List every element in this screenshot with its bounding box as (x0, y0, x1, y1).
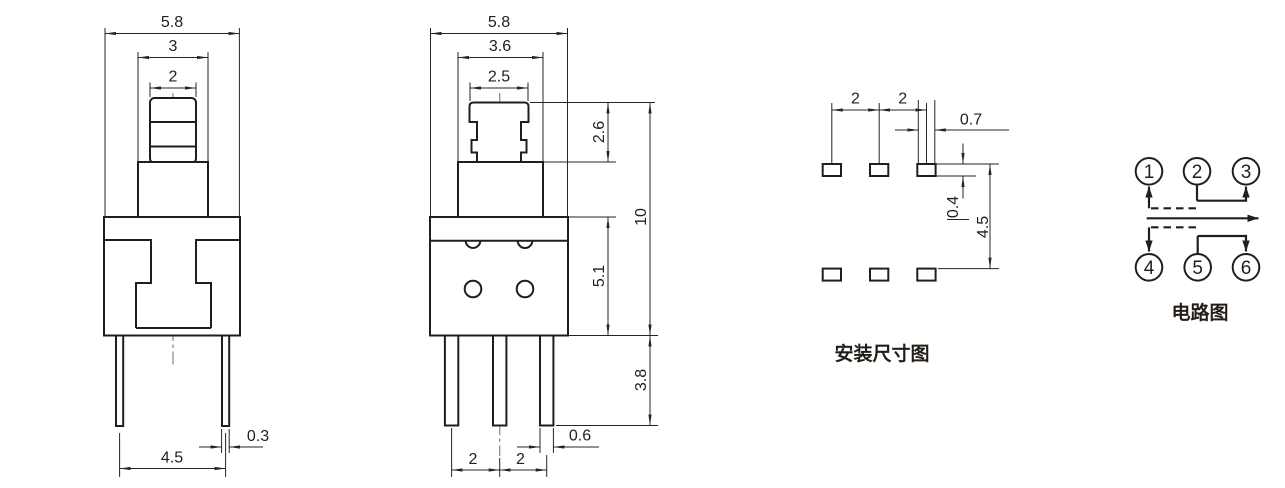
extension-lines (831, 100, 936, 164)
terminal-label-5: 5 (1192, 258, 1203, 279)
front-dim-lead-width: 0.3 (247, 428, 269, 445)
solder-pad (869, 267, 890, 282)
side-body-hole (463, 279, 483, 299)
front-dim-shoulder-width: 3 (169, 38, 178, 55)
side-dim-total-height: 10 (633, 208, 650, 226)
extension-lines (430, 28, 568, 216)
terminal-circle-6 (1231, 252, 1261, 282)
side-dim-lead-length: 3.8 (633, 369, 650, 391)
terminal-label-1: 1 (1144, 162, 1155, 183)
extension-lines (221, 429, 230, 453)
front-shoulder (137, 161, 209, 218)
side-lead-center (492, 334, 508, 427)
front-plunger (149, 97, 197, 164)
front-dim-lead-span: 4.5 (161, 450, 183, 467)
extension-lines (137, 52, 209, 161)
side-dim-lead-pitch-left: 2 (469, 451, 478, 468)
extension-lines (935, 163, 999, 177)
mounting-diagram: 2 2 0.7 0.4 4.5 安装尺寸图 (821, 91, 1009, 365)
terminal-label-6: 6 (1241, 258, 1252, 279)
front-plunger-grooves (150, 121, 196, 148)
solder-pad (821, 267, 843, 282)
mounting-diagram-caption: 安装尺寸图 (834, 342, 929, 365)
terminal-circle-1 (1134, 157, 1164, 186)
side-plunger (468, 101, 530, 164)
mount-dim-pitch-left: 2 (851, 91, 860, 108)
side-view: 5.8 3.6 2.5 2.6 5.1 10 3.8 0.6 2 2 (429, 14, 658, 477)
terminal-circle-2 (1182, 157, 1212, 186)
solder-pad (869, 163, 890, 177)
side-body-hole (515, 279, 535, 299)
mount-dim-pad-height: 0.4 (945, 196, 962, 218)
front-body (103, 216, 241, 337)
solder-pad (916, 267, 937, 282)
mount-dim-row-pitch: 4.5 (975, 216, 992, 238)
side-dim-lead-width: 0.6 (569, 428, 591, 445)
solder-pad (916, 163, 937, 177)
side-dim-body-height: 5.1 (591, 265, 608, 287)
side-dim-lead-pitch-right: 2 (516, 451, 525, 468)
extension-lines (457, 52, 544, 161)
terminal-label-2: 2 (1192, 162, 1203, 183)
front-view: 5.8 3 2 4.5 0.3 (103, 14, 269, 477)
extension-lines (451, 428, 548, 477)
extension-lines (539, 428, 554, 453)
terminal-circle-4 (1134, 252, 1164, 282)
mount-dim-pitch-right: 2 (898, 91, 907, 108)
front-dim-plunger-width: 2 (169, 69, 178, 86)
extension-lines (104, 28, 240, 216)
front-lead-right (221, 334, 231, 427)
front-lead-left (115, 334, 125, 427)
side-dim-plunger-width: 2.5 (488, 69, 510, 86)
side-dim-body-width: 5.8 (488, 14, 510, 31)
solder-pad (821, 163, 843, 177)
side-dim-shoulder-width: 3.6 (489, 38, 511, 55)
side-lead-right (539, 334, 555, 427)
circuit-diagram: 1 2 3 4 5 6 电路图 (1134, 157, 1261, 324)
extension-lines (469, 82, 529, 101)
wire-5-to-6 (1197, 234, 1250, 252)
side-body-notches (464, 240, 534, 249)
side-dim-plunger-height: 2.6 (591, 121, 608, 143)
front-dim-body-width: 5.8 (161, 14, 183, 31)
terminal-label-3: 3 (1241, 162, 1252, 183)
side-lead-left (443, 334, 460, 427)
extension-lines (149, 82, 197, 97)
side-shoulder (457, 161, 544, 218)
wire-2-to-3 (1197, 186, 1250, 202)
mount-dim-pad-width: 0.7 (960, 112, 982, 129)
terminal-circle-3 (1231, 157, 1261, 186)
terminal-label-4: 4 (1144, 258, 1155, 279)
terminal-circle-5 (1183, 252, 1212, 282)
circuit-diagram-caption: 电路图 (1171, 301, 1228, 324)
side-body (429, 216, 569, 337)
extension-lines (530, 102, 658, 426)
front-body-cavity (104, 239, 240, 329)
